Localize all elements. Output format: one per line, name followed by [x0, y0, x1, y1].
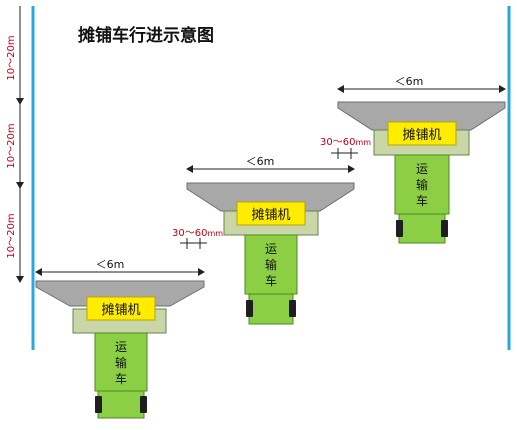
- truck-wheel-1-left: [95, 396, 102, 413]
- paver-label-box-2: [236, 201, 306, 226]
- paver-group-3: ＜6m 摊铺机 运 输 车: [337, 75, 506, 244]
- truck-label-2-char-2: 输: [265, 257, 277, 272]
- paver-group-2: ＜6m 摊铺机 运 输 车: [186, 155, 355, 325]
- paver-label-box-1: [86, 296, 156, 321]
- gap-annotation-1: 30～60mm: [172, 228, 223, 249]
- truck-body-1: [97, 390, 145, 419]
- truck-cab-1: [94, 332, 148, 392]
- truck-label-1-char-3: 车: [115, 371, 127, 386]
- diagram-title: 摊铺车行进示意图: [78, 25, 214, 46]
- truck-label-2-char-3: 车: [265, 273, 277, 288]
- paver-label-3: 摊铺机: [402, 128, 441, 143]
- paver-label-1: 摊铺机: [101, 303, 140, 318]
- paver-hopper-1: [35, 280, 205, 307]
- truck-label-3-char-1: 运: [416, 162, 428, 176]
- paver-hopper-2: [186, 182, 355, 212]
- gap-label-1: 30～60mm: [172, 228, 223, 239]
- truck-body-3: [398, 213, 446, 244]
- width-label-1: ＜6m: [96, 258, 125, 271]
- truck-wheel-2-left: [246, 300, 253, 317]
- paver-hopper-3: [337, 101, 506, 131]
- truck-cab-3: [394, 154, 450, 215]
- paver-group-1: ＜6m 摊铺机 运 输 车: [35, 258, 205, 419]
- width-label-2: ＜6m: [246, 155, 275, 168]
- left-scale-label-3: 10～20m: [6, 213, 17, 258]
- paver-label-2: 摊铺机: [251, 208, 290, 223]
- truck-wheel-1-right: [140, 396, 147, 413]
- left-scale: 10～20m 10～20m 10～20m: [6, 6, 24, 283]
- truck-wheel-3-left: [396, 220, 403, 237]
- truck-label-2-char-1: 运: [265, 242, 277, 256]
- truck-wheel-2-right: [289, 300, 296, 317]
- truck-label-1-char-1: 运: [115, 340, 127, 354]
- truck-label-1-char-2: 输: [115, 355, 127, 370]
- width-label-3: ＜6m: [395, 75, 424, 88]
- gap-annotation-2: 30～60mm: [320, 137, 371, 159]
- truck-body-2: [248, 293, 294, 325]
- paver-label-box-3: [387, 121, 457, 146]
- left-scale-label-2: 10～20m: [6, 123, 17, 168]
- truck-label-3-char-3: 车: [416, 193, 428, 208]
- gap-label-2: 30～60mm: [320, 137, 371, 148]
- truck-label-3-char-2: 输: [416, 177, 428, 192]
- left-scale-label-1: 10～20m: [6, 35, 17, 80]
- truck-wheel-3-right: [441, 220, 448, 237]
